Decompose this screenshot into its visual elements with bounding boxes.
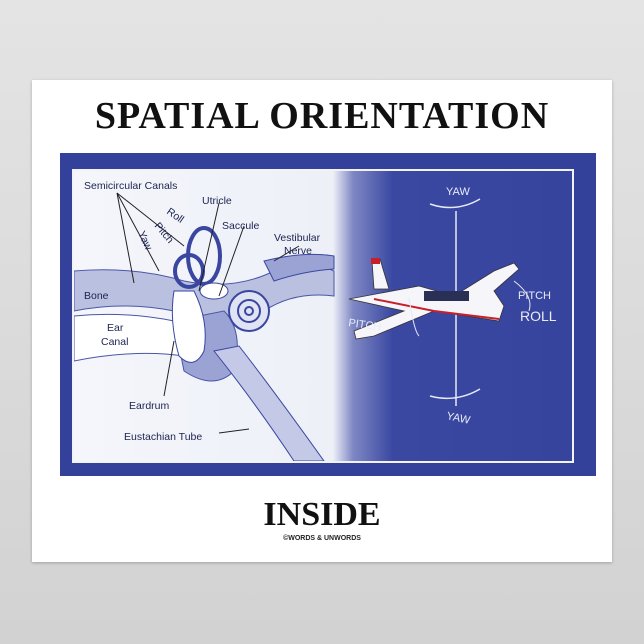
illustration-frame: Semicircular Canals Roll Pitch Yaw Utric… (72, 169, 574, 463)
label-semicircular-canals: Semicircular Canals (84, 180, 177, 192)
label-ear: Ear (107, 322, 124, 334)
label-yaw-bottom: YAW (445, 410, 471, 427)
poster: SPATIAL ORIENTATION (32, 80, 612, 562)
label-canal: Canal (101, 336, 128, 348)
label-bone: Bone (84, 290, 109, 302)
label-pitch-left: PITCH (348, 317, 382, 333)
poster-title: SPATIAL ORIENTATION (94, 95, 550, 137)
label-utricle: Utricle (202, 195, 232, 207)
label-eustachian-tube: Eustachian Tube (124, 431, 202, 443)
poster-subtitle: INSIDE (263, 496, 381, 533)
label-yaw: Yaw (135, 229, 154, 252)
label-vestibular: Vestibular (274, 232, 321, 244)
label-pitch: Pitch (152, 220, 176, 246)
label-roll-plane: ROLL (520, 308, 557, 324)
airplane-drawing (348, 198, 531, 406)
illustration: Semicircular Canals Roll Pitch Yaw Utric… (74, 180, 557, 461)
copyright-credit: ©WORDS & UNWORDS (283, 535, 361, 542)
label-nerve: Nerve (284, 245, 312, 257)
ear-anatomy-drawing (74, 192, 335, 461)
label-yaw-top: YAW (446, 186, 470, 198)
label-eardrum: Eardrum (129, 400, 170, 412)
illustration-panel: Semicircular Canals Roll Pitch Yaw Utric… (60, 153, 596, 476)
label-roll: Roll (164, 206, 186, 226)
label-pitch-right: PITCH (518, 290, 551, 302)
label-saccule: Saccule (222, 220, 260, 232)
